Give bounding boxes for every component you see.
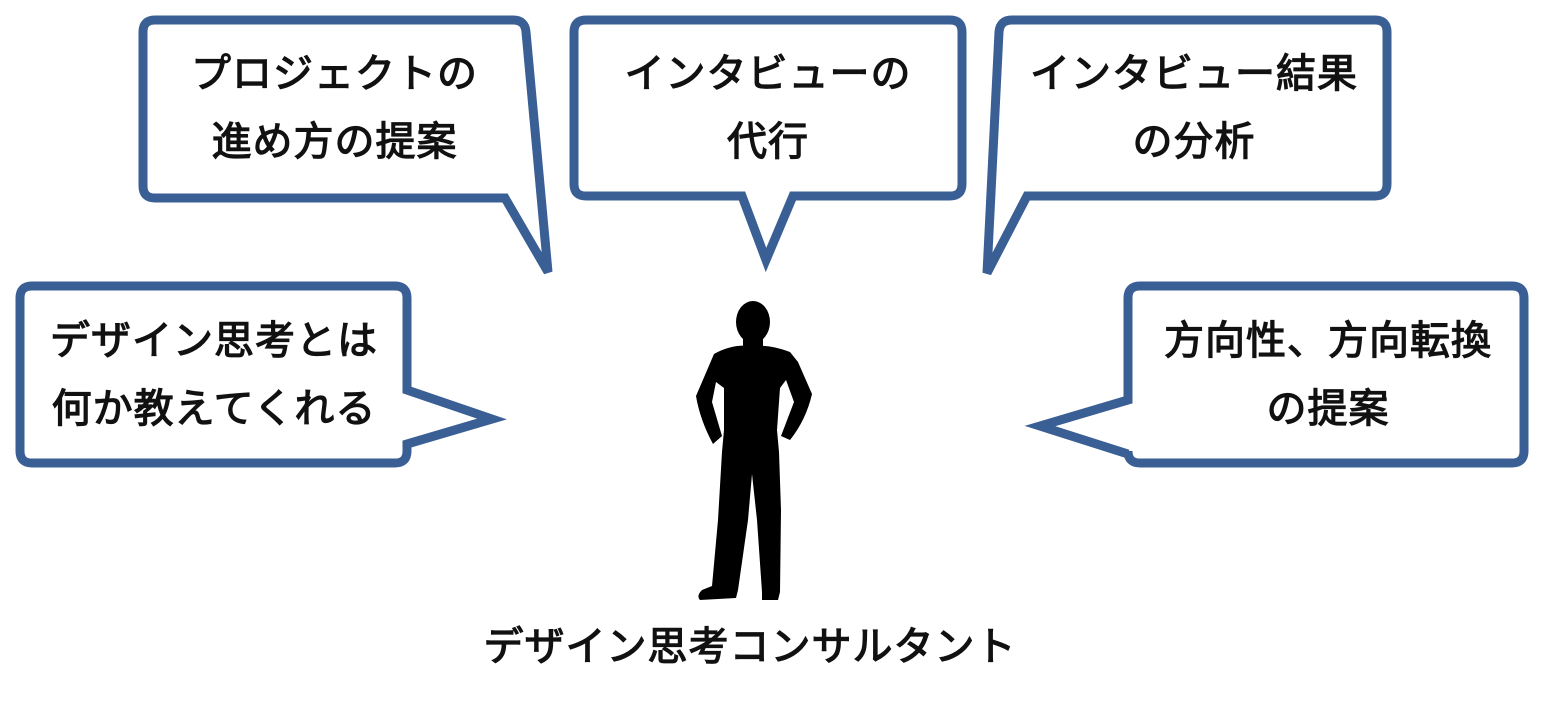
bubble-text-teaching: デザイン思考とは 何か教えてくれる bbox=[24, 307, 404, 443]
bubble-text-project: プロジェクトの 進め方の提案 bbox=[147, 40, 522, 176]
bubble-direction-line-1: 方向性、方向転換 bbox=[1164, 318, 1492, 364]
bubble-analysis-line-2: の分析 bbox=[1132, 119, 1256, 165]
speech-bubble-project bbox=[138, 15, 553, 275]
person-label: デザイン思考コンサルタント bbox=[483, 624, 1017, 670]
bubble-text-direction: 方向性、方向転換 の提案 bbox=[1136, 307, 1520, 443]
bubble-analysis-line-1: インタビュー結果 bbox=[1030, 51, 1358, 97]
bubble-interview-line-1: インタビューの bbox=[624, 51, 912, 97]
bubble-project-line-2: 進め方の提案 bbox=[211, 119, 458, 165]
bubble-text-interview: インタビューの 代行 bbox=[578, 40, 958, 176]
person-silhouette-icon bbox=[696, 301, 812, 600]
bubble-direction-line-2: の提案 bbox=[1266, 386, 1390, 432]
speech-bubble-teaching bbox=[15, 281, 507, 468]
bubble-text-analysis: インタビュー結果 の分析 bbox=[1004, 40, 1384, 176]
bubble-project-line-1: プロジェクトの bbox=[191, 51, 478, 97]
bubble-teaching-line-2: 何か教えてくれる bbox=[51, 386, 377, 432]
speech-bubble-interview bbox=[569, 15, 967, 273]
speech-bubble-direction bbox=[1024, 281, 1529, 468]
bubble-teaching-line-1: デザイン思考とは bbox=[50, 318, 378, 364]
bubble-interview-line-2: 代行 bbox=[727, 119, 809, 165]
speech-bubble-analysis bbox=[982, 15, 1392, 276]
